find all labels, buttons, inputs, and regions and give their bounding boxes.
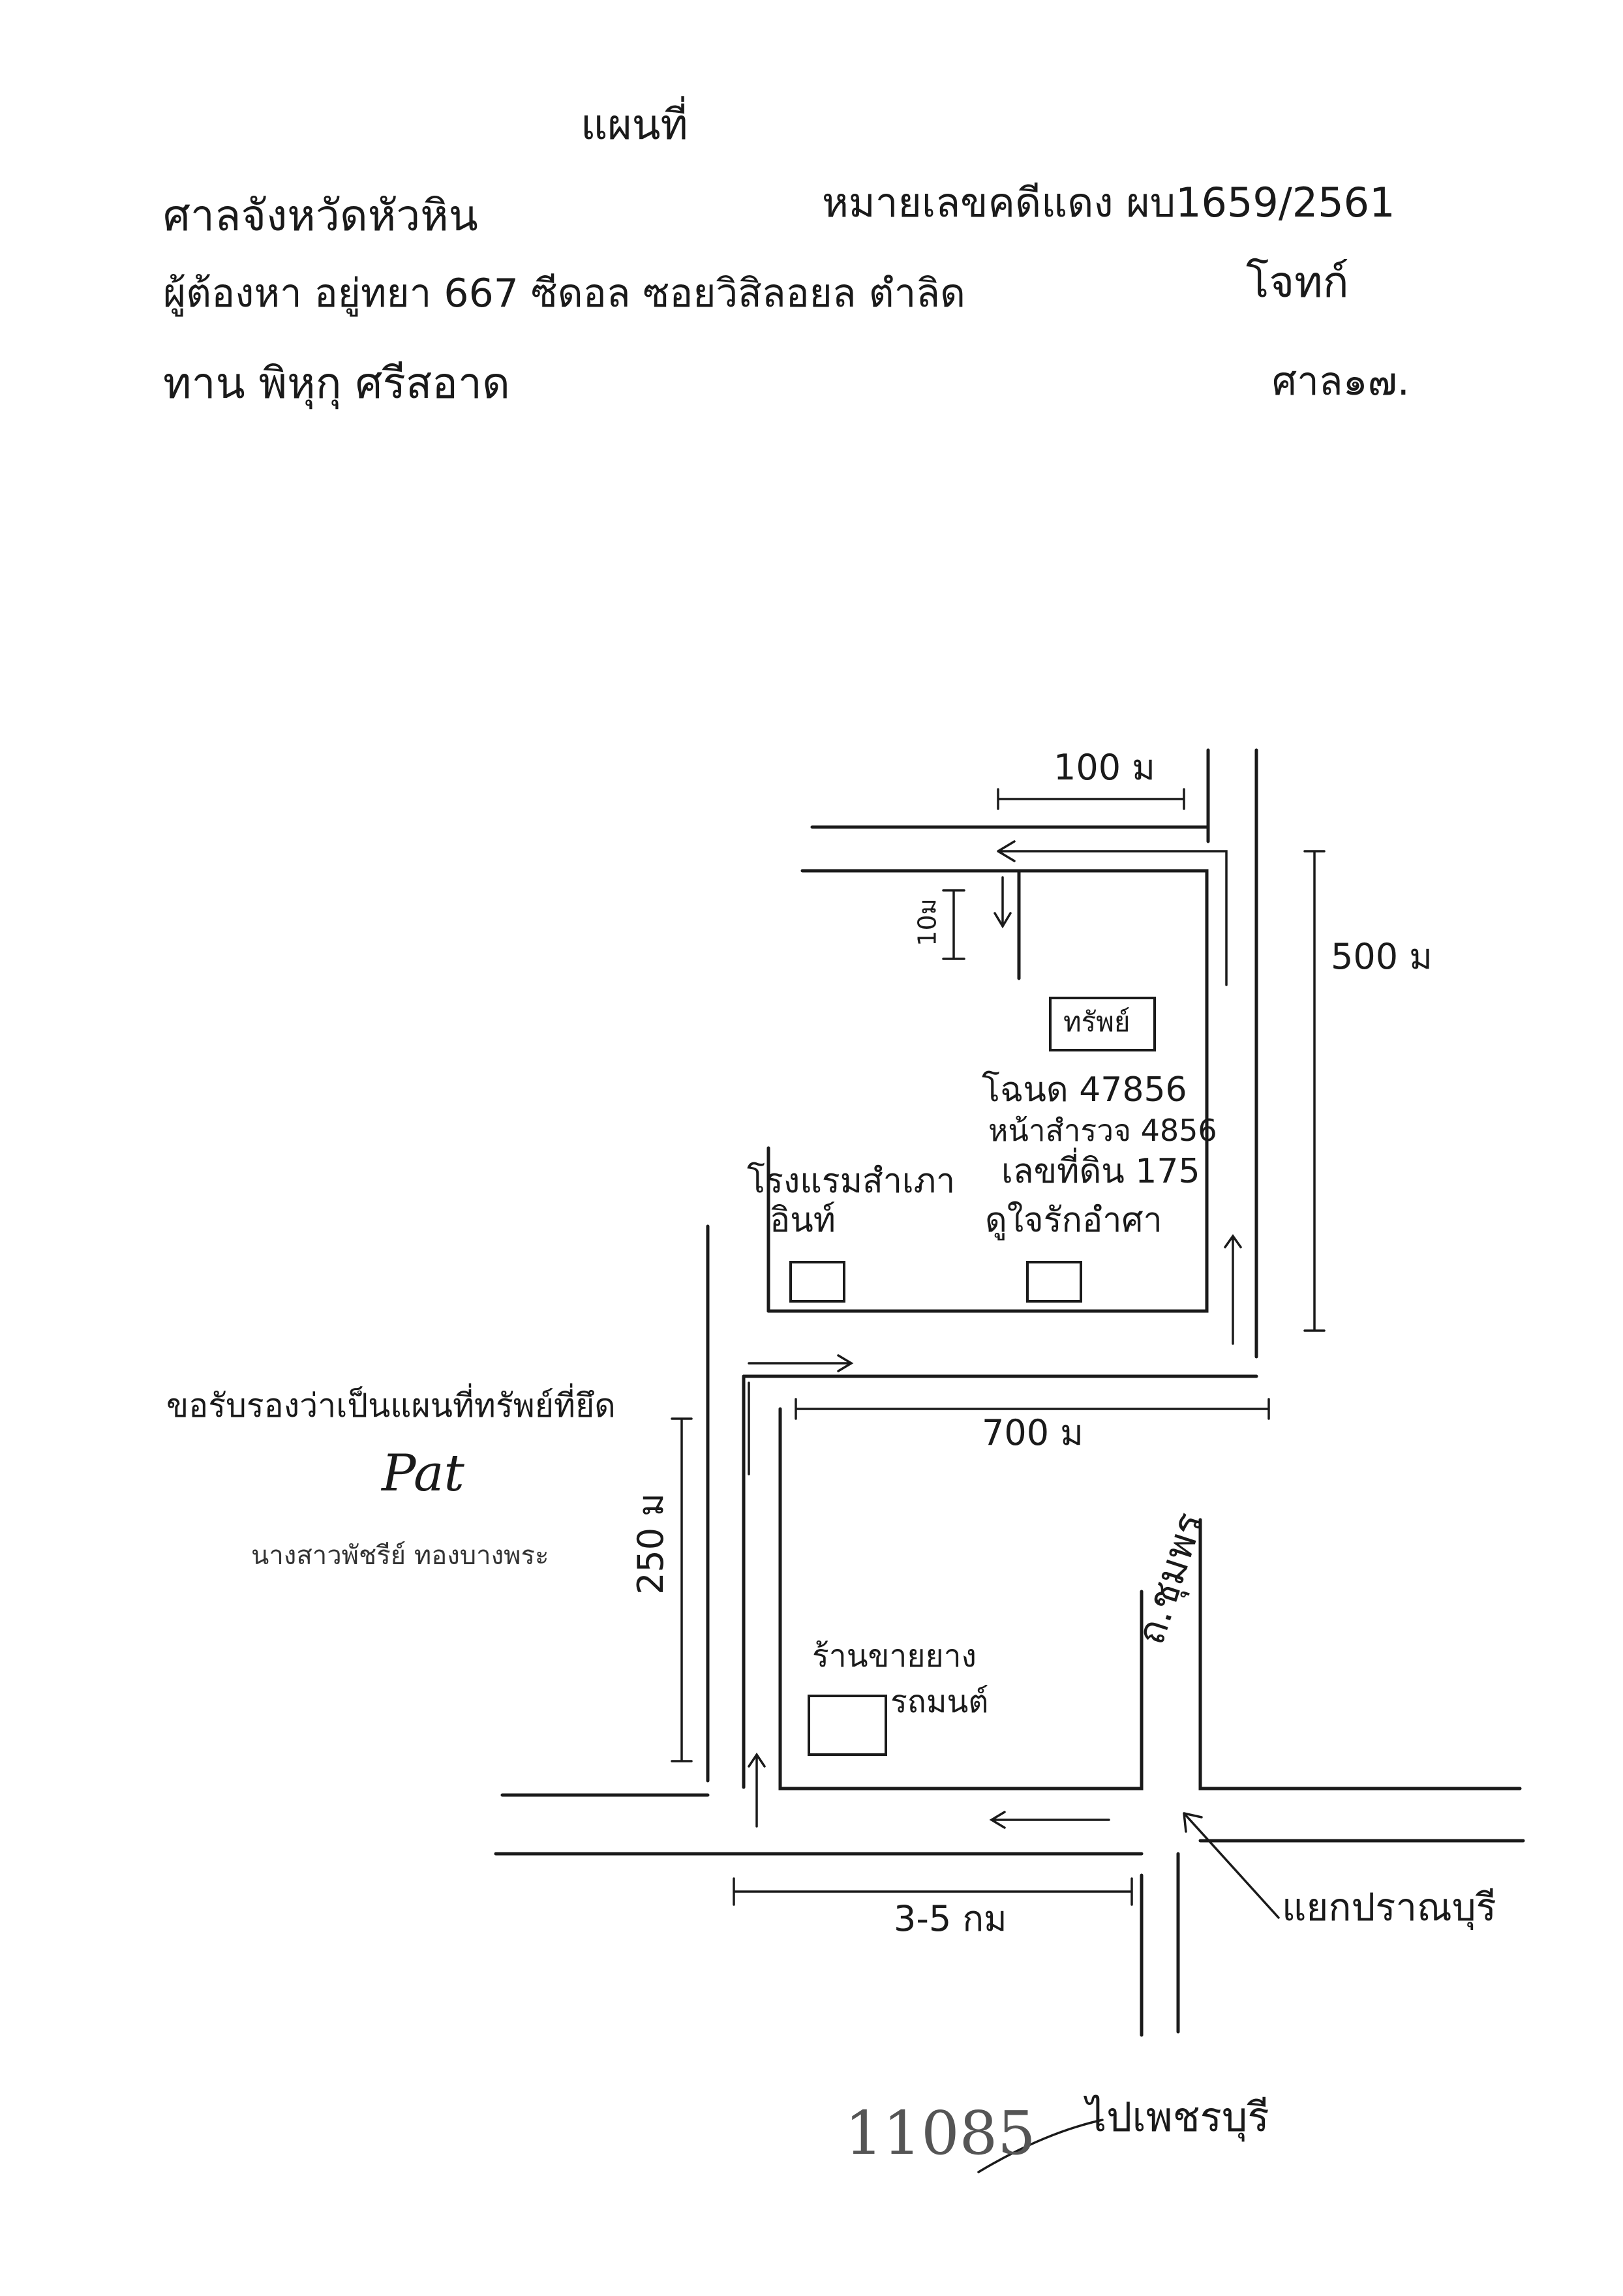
road-line [1198, 1518, 1522, 1790]
signer-name: นางสาวพัชรีย์ ทองบางพระ [251, 1541, 549, 1571]
arrow-icon [748, 1354, 854, 1475]
dimension-line [733, 1877, 1133, 1906]
building-box [1026, 1261, 1082, 1303]
arrow-icon [989, 1811, 1110, 1829]
arrow-icon [977, 2119, 1104, 2173]
address-line: ผู้ต้องหา อยู่ทยา 667 ซีดอล ซอยวิสิลอยล … [163, 271, 965, 316]
dimension-line [671, 1417, 693, 1762]
arrow-icon [1224, 1233, 1242, 1345]
dimension-top: 100 ม [1054, 747, 1155, 788]
dimension-line [1303, 850, 1326, 1332]
dimension-line [997, 788, 1185, 810]
dimension-bottom: 3-5 กม [894, 1898, 1007, 1939]
stamp-number: 11085 [845, 2098, 1036, 2168]
survey-page: หน้าสำรวจ 4856 [988, 1113, 1217, 1148]
name-line: ทาน พิหุกุ ศรีสอาด [163, 358, 510, 408]
direction-label: ไปเพชรบุรี [1086, 2093, 1269, 2141]
road-line [766, 869, 1209, 1313]
hotel-label-2: อินท์ [770, 1201, 836, 1240]
dimension-left: 250 ม [629, 1493, 671, 1595]
date-label: ศาล๑๗. [1272, 359, 1410, 404]
building-box [808, 1695, 887, 1756]
dimension-line [942, 889, 965, 960]
party-label: โจทก์ [1246, 257, 1349, 307]
dimension-right: 500 ม [1331, 936, 1433, 977]
arrow-icon [748, 1752, 766, 1828]
arrow-icon [994, 876, 1012, 929]
intersection-label: แยกปราณบุรี [1282, 1885, 1496, 1929]
arrow-icon [1183, 1812, 1280, 1919]
property-label: ทรัพย์ [1063, 1006, 1130, 1038]
dimension-small: 10ม [913, 898, 942, 946]
document-title: แผนที่ [581, 101, 688, 149]
property-box [1049, 997, 1156, 1051]
road-line [778, 1407, 1144, 1790]
tire-shop-label-2: รถมนต์ [890, 1684, 989, 1720]
hotel-label: โรงแรมสำเภา [747, 1162, 956, 1201]
court-line: ศาลจังหวัดหัวหิน [163, 190, 478, 241]
certification-text: ขอรับรองว่าเป็นแผนที่ทรัพย์ที่ยึด [166, 1387, 616, 1425]
dimension-line [795, 1398, 1270, 1420]
signature: Pat [382, 1444, 464, 1503]
dimension-middle: 700 ม [982, 1412, 1084, 1453]
building-box [789, 1261, 845, 1303]
summons-number: หมายเลขคดีแดง ผบ1659/2561 [822, 179, 1395, 226]
land-number: เลขที่ดิน 175 [1001, 1152, 1200, 1191]
deed-number: โฉนด 47856 [982, 1070, 1187, 1110]
owner-label: ดูใจรักอำศา [985, 1201, 1162, 1240]
arrow-icon [997, 840, 1228, 986]
tire-shop-label: ร้านขายยาง [812, 1638, 977, 1674]
